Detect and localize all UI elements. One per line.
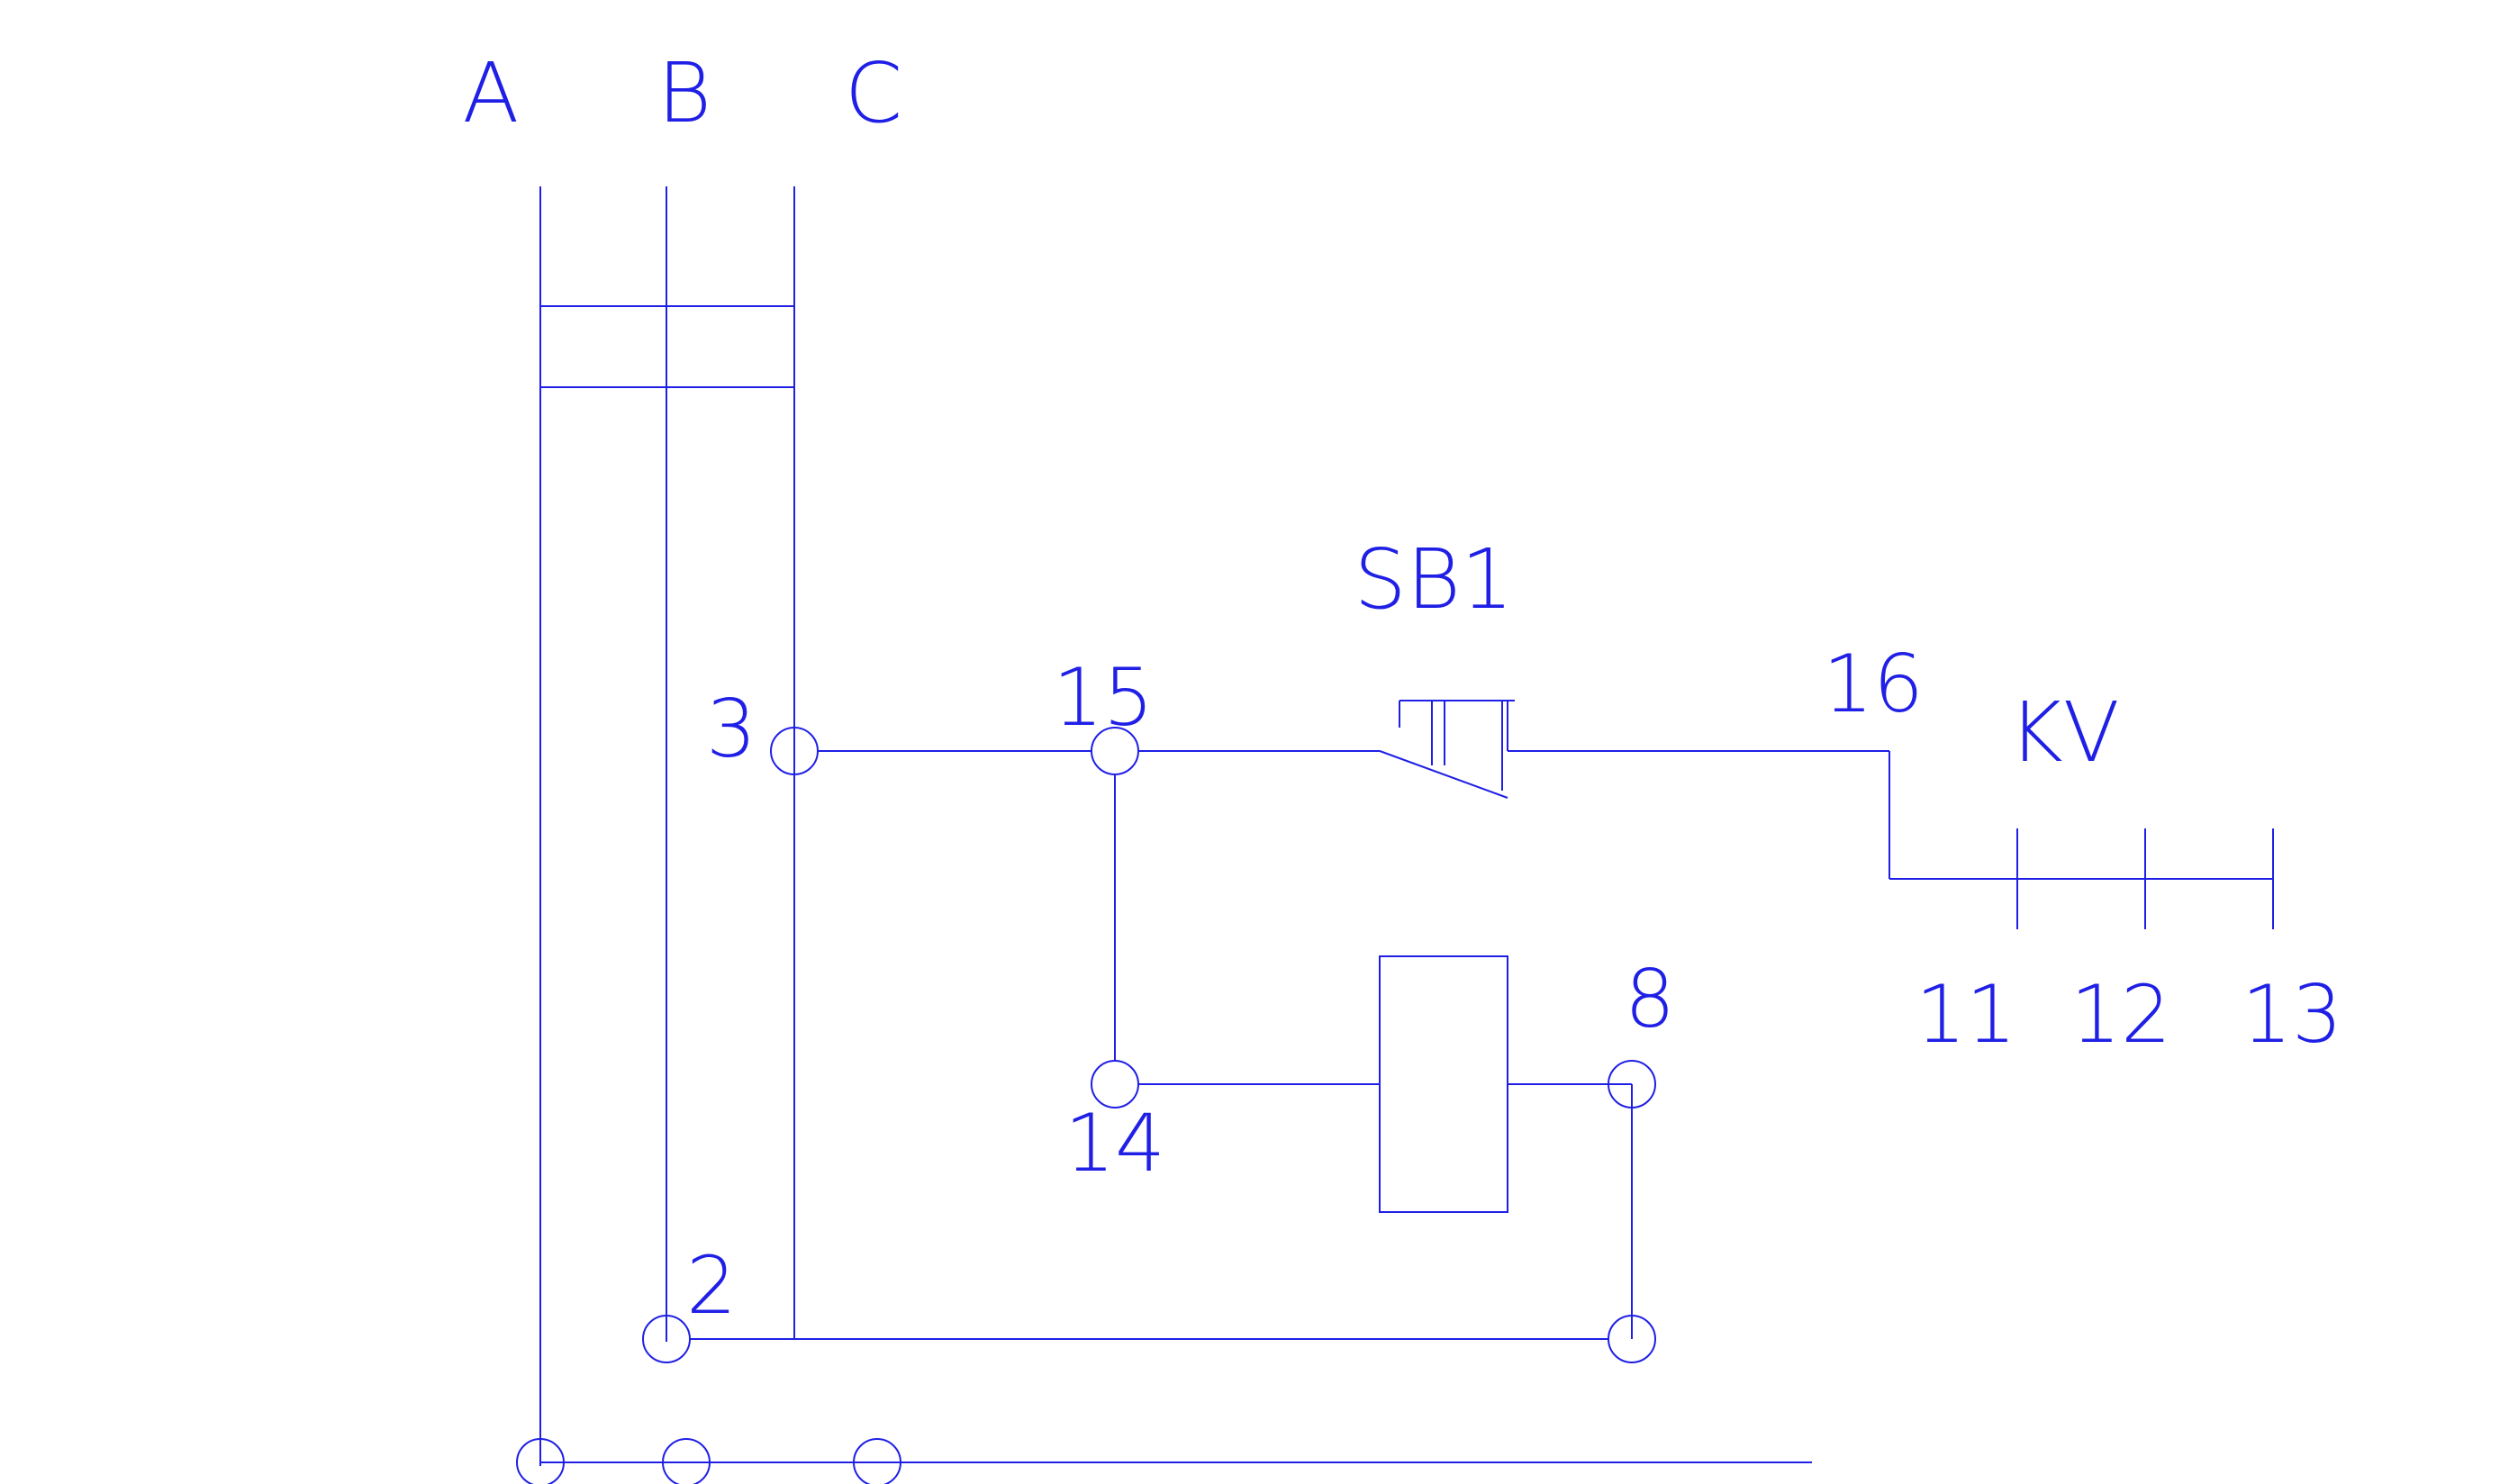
terminal-label-14: 14	[1064, 1097, 1165, 1190]
terminal-label-16: 16	[1823, 638, 1924, 730]
bottom-terminal-a	[516, 1438, 565, 1484]
bottom-terminal-c	[853, 1438, 901, 1484]
terminal-label-8: 8	[1625, 953, 1675, 1045]
relay-label-kv: KV	[2008, 684, 2119, 781]
terminal-label-2: 2	[686, 1239, 737, 1332]
terminal-label-3: 3	[706, 683, 756, 775]
phase-label-b: B	[657, 45, 711, 141]
terminal-label-13: 13	[2242, 968, 2342, 1061]
terminal-label-11: 11	[1916, 968, 2016, 1061]
relay-coil	[1379, 955, 1508, 1213]
push-button-switch-sb1	[1379, 700, 1515, 799]
phase-label-a: A	[463, 45, 520, 141]
bottom-terminal-b	[662, 1438, 711, 1484]
switch-label-sb1: SB1	[1354, 531, 1513, 628]
terminal-label-15: 15	[1053, 651, 1154, 744]
terminal-label-12: 12	[2070, 968, 2171, 1061]
phase-label-c: C	[845, 45, 902, 141]
